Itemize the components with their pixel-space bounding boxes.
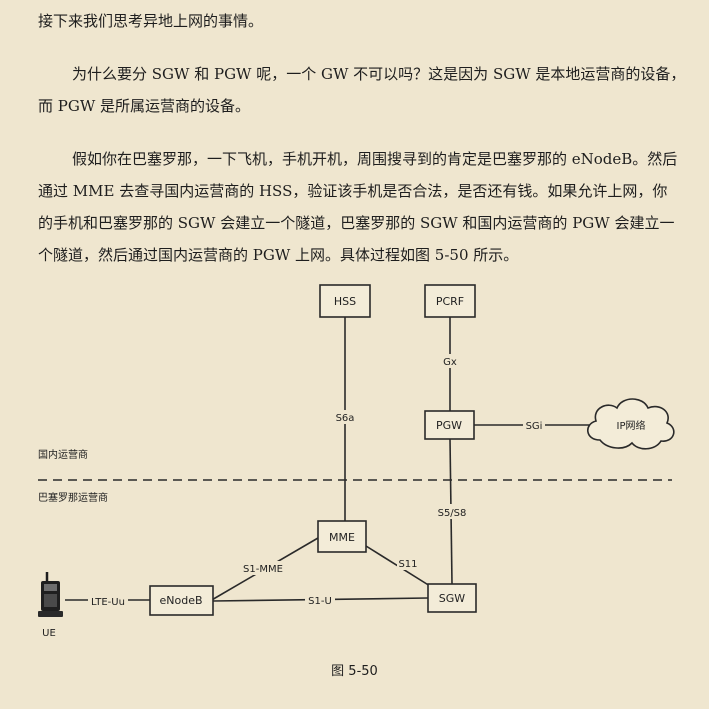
link-s6a-label: S6a (336, 413, 355, 424)
pcrf-node (424, 284, 476, 318)
hss-label: HSS (334, 295, 356, 308)
paragraph-why-line-1: 为什么要分 SGW 和 PGW 呢，一个 GW 不可以吗？这是因为 SGW 是本… (72, 65, 686, 83)
link-gx-label: Gx (443, 357, 457, 368)
figure-caption: 图 5-50 (331, 664, 378, 679)
link-s5s8-label: S5/S8 (438, 508, 467, 519)
paragraph-example-line-4: 个隧道，然后通过国内运营商的 PGW 上网。具体过程如图 5-50 所示。 (38, 246, 519, 264)
mme-label: MME (329, 531, 355, 544)
link-sgi-label: SGi (526, 421, 543, 432)
paragraph-why-line-2: 而 PGW 是所属运营商的设备。 (38, 97, 251, 115)
sgw-node (427, 583, 477, 613)
paragraph-example-line-1: 假如你在巴塞罗那，一下飞机，手机开机，周围搜寻到的肯定是巴塞罗那的 eNodeB… (72, 150, 678, 168)
mme-node (317, 520, 367, 553)
pgw-label: PGW (436, 419, 462, 432)
sgw-label: SGW (439, 592, 466, 605)
ip-network-label: IP网络 (617, 419, 646, 432)
ue-label: UE (42, 628, 56, 639)
link-s11-label: S11 (398, 559, 417, 570)
link-lteuu-label: LTE-Uu (91, 597, 125, 608)
mobile-phone-icon (38, 572, 63, 617)
enodeb-node (149, 585, 214, 616)
hss-node (319, 284, 371, 318)
pgw-node (424, 410, 475, 440)
region-domestic-label: 国内运营商 (38, 448, 88, 461)
link-s1mme-label: S1-MME (243, 564, 283, 575)
ip-network-cloud-icon (587, 398, 675, 450)
link-s1u-label: S1-U (308, 596, 332, 607)
paragraph-example-line-2: 通过 MME 去查寻国内运营商的 HSS，验证该手机是否合法，是否还有钱。如果允… (38, 182, 668, 200)
paragraph-intro: 接下来我们思考异地上网的事情。 (38, 12, 264, 30)
pcrf-label: PCRF (436, 295, 464, 308)
paragraph-example-line-3: 的手机和巴塞罗那的 SGW 会建立一个隧道，巴塞罗那的 SGW 和国内运营商的 … (38, 214, 675, 232)
enodeb-label: eNodeB (159, 594, 202, 607)
region-barcelona-label: 巴塞罗那运营商 (38, 491, 108, 504)
